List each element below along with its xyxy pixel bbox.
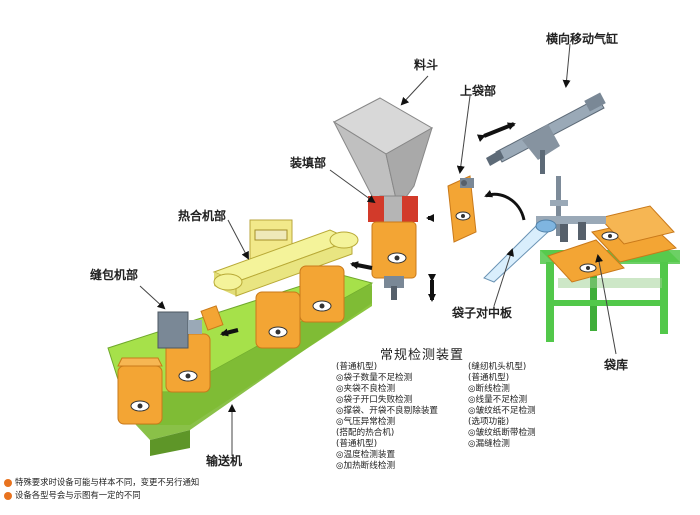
bag-centering-plate <box>483 219 557 283</box>
note-item: 特殊要求时设备可能与样本不同，变更不另行通知 <box>4 476 199 489</box>
list-item: ◎撑袋、开袋不良剔除装置 <box>336 406 439 416</box>
list-item: (搭配的热合机) <box>336 428 395 438</box>
note-item: 设备各型号会与示图有一定的不同 <box>4 489 199 502</box>
list-item: (缝纫机头机型) <box>468 362 527 372</box>
list-item: ◎漏缝检测 <box>468 439 510 449</box>
double-arrow-icon <box>476 122 516 142</box>
list-item: (普通机型) <box>336 439 378 449</box>
list-item: ◎加热断线检测 <box>336 461 396 471</box>
list-item: ◎夹袋不良检测 <box>336 384 396 394</box>
bag-centering-plate-label: 袋子对中板 <box>452 306 513 320</box>
bullet-icon <box>4 478 12 487</box>
list-item: (普通机型) <box>468 373 510 383</box>
note-text: 特殊要求时设备可能与样本不同，变更不另行通知 <box>15 477 200 487</box>
list-item: ◎袋子开口失败检测 <box>336 395 413 405</box>
eye-logo-icons <box>130 211 619 412</box>
list-item: ◎气压异常检测 <box>336 417 396 427</box>
list-item: ◎断线检测 <box>468 384 510 394</box>
conveyor-label: 输送机 <box>206 454 243 468</box>
heat-sealer <box>212 219 359 297</box>
eye-logo-icon <box>130 400 150 412</box>
detection-title: 常规检测装置 <box>380 348 465 363</box>
eye-logo-icon <box>312 300 332 312</box>
filler-label: 装填部 <box>290 156 327 170</box>
detection-right-list: (缝纫机头机型) (普通机型) ◎断线检测 ◎线量不足检测 ◎皱纹纸不足检测 (… <box>468 362 536 450</box>
detection-left-list: (普通机型) ◎袋子数量不足检测 ◎夹袋不良检测 ◎袋子开口失败检测 ◎撑袋、开… <box>336 362 438 472</box>
bag-feeder <box>447 175 477 243</box>
arrow-icon <box>484 189 526 221</box>
arrow-icon <box>350 261 373 270</box>
eye-logo-icon <box>579 263 597 273</box>
hopper-label: 料斗 <box>414 58 439 72</box>
eye-logo-icon <box>601 231 619 241</box>
bullet-icon <box>4 491 12 500</box>
list-item: (选项功能) <box>468 417 510 427</box>
list-item: (普通机型) <box>336 362 378 372</box>
footer-notes: 特殊要求时设备可能与样本不同，变更不另行通知 设备各型号会与示图有一定的不同 <box>4 476 199 502</box>
arrow-icon <box>220 328 239 337</box>
eye-logo-icon <box>268 326 288 338</box>
list-item: ◎袋子数量不足检测 <box>336 373 413 383</box>
bag-magazine-table <box>540 205 680 342</box>
bag-feeder-label: 上袋部 <box>460 84 497 98</box>
leader-lines <box>139 43 617 456</box>
heat-sealer-label: 热合机部 <box>178 209 227 223</box>
note-text: 设备各型号会与示图有一定的不同 <box>15 490 141 500</box>
list-item: ◎皱纹纸断带检测 <box>468 428 536 438</box>
eye-logo-icon <box>178 370 198 382</box>
list-item: ◎皱纹纸不足检测 <box>468 406 536 416</box>
eye-logo-icon <box>387 252 407 264</box>
eye-logo-icon <box>455 211 471 221</box>
lateral-cylinder-label: 横向移动气缸 <box>546 32 619 46</box>
bag-magazine-label: 袋库 <box>604 358 629 372</box>
hopper <box>332 97 434 227</box>
list-item: ◎温度检测装置 <box>336 450 396 460</box>
sewing-machine <box>157 305 224 349</box>
motion-arrows <box>220 122 526 337</box>
lateral-move-cylinder <box>486 92 606 174</box>
list-item: ◎线量不足检测 <box>468 395 528 405</box>
sewing-label: 缝包机部 <box>90 268 139 282</box>
bag-pickup-mechanism <box>536 176 606 242</box>
